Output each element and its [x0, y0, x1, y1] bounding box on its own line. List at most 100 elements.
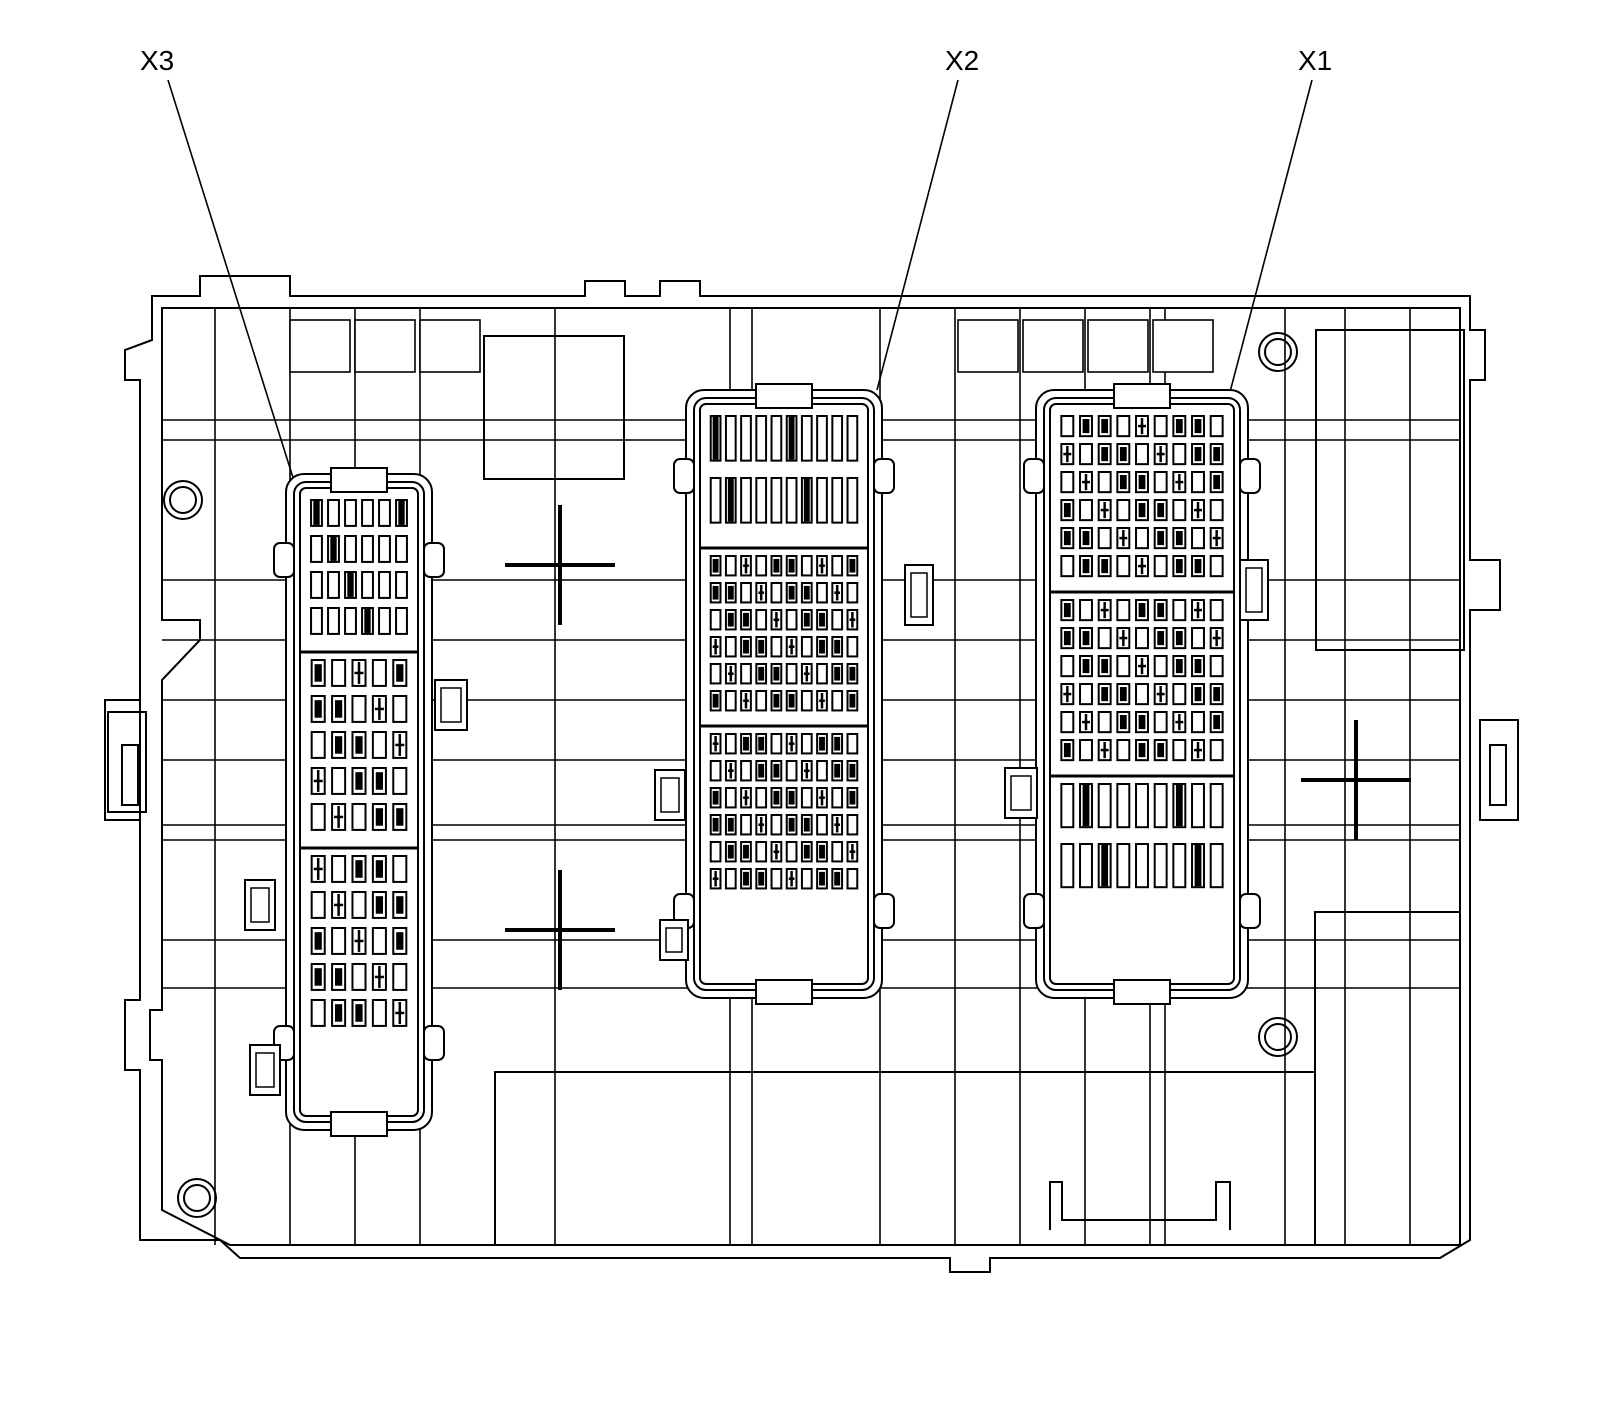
terminal-cavity: [800, 415, 813, 462]
terminal-pin: [1175, 659, 1183, 674]
terminal-cavity: [1135, 843, 1149, 889]
upper-center-block: [483, 335, 625, 480]
terminal-pin: [1101, 845, 1109, 887]
terminal-pin: [1157, 603, 1165, 618]
connector-x1: [1023, 383, 1261, 1005]
mount-hole-top-left: [163, 480, 203, 520]
side-clip-inner: [255, 1052, 275, 1088]
terminal-cavity: [1060, 655, 1075, 678]
terminal-cavity: [846, 868, 859, 890]
lower-right-step: [1314, 911, 1460, 1072]
terminal-cavity: [724, 868, 737, 890]
terminal-cavity: [724, 787, 737, 809]
terminal-cavity: [816, 582, 828, 604]
terminal-cavity: [1153, 843, 1168, 889]
terminal-pin: [375, 860, 384, 878]
terminal-pin: [1063, 631, 1071, 646]
terminal-cavity: [755, 555, 768, 577]
terminal-cavity: [1191, 471, 1205, 494]
housing-cell: [957, 319, 1019, 373]
terminal-cavity: [831, 787, 844, 809]
terminal-pin: [712, 558, 719, 573]
terminal-cavity: [740, 760, 752, 782]
terminal-cavity: [1060, 711, 1075, 734]
terminal-cavity: [816, 760, 828, 782]
terminal-cavity: [1135, 683, 1149, 706]
terminal-pin: [396, 896, 404, 914]
terminal-cavity: [800, 868, 813, 890]
terminal-pin: [727, 585, 734, 600]
terminal-pin: [803, 479, 810, 522]
terminal-cavity: [770, 582, 783, 604]
terminal-cavity: [800, 636, 813, 658]
callout-label-x1: X1: [1298, 45, 1332, 76]
terminal-cavity: [740, 663, 752, 685]
terminal-cavity: [709, 663, 722, 685]
terminal-cavity: [740, 415, 752, 462]
terminal-pin: [1119, 475, 1127, 490]
terminal-cavity: [846, 477, 859, 524]
leader-line-x2: [876, 79, 959, 391]
terminal-pin: [1194, 559, 1202, 574]
connector-x3-ear-right: [423, 1025, 445, 1061]
terminal-pin: [1213, 447, 1221, 462]
side-clip: [1239, 559, 1269, 621]
mount-hole-bottom-right-inner: [1264, 1023, 1292, 1051]
terminal-pin: [375, 808, 384, 826]
terminal-cavity: [371, 659, 387, 687]
terminal-cavity: [846, 636, 859, 658]
terminal-cavity: [310, 571, 323, 599]
terminal-pin: [803, 844, 810, 859]
connector-x2-ear-left: [673, 458, 695, 494]
terminal-pin: [1138, 743, 1146, 758]
terminal-pin: [758, 736, 765, 751]
connectors: [244, 383, 1269, 1137]
terminal-pin: [314, 700, 322, 718]
terminal-cavity: [331, 855, 347, 883]
terminal-pin: [727, 612, 734, 627]
terminal-cavity: [709, 477, 722, 524]
side-clip-inner: [1245, 567, 1263, 613]
terminal-cavity: [1060, 415, 1075, 438]
terminal-cavity: [1060, 555, 1075, 578]
terminal-cavity: [331, 767, 347, 795]
terminal-pin: [1194, 447, 1202, 462]
upper-right-block: [1315, 329, 1465, 651]
leader-line-x1: [1229, 79, 1313, 393]
terminal-pin: [334, 1004, 343, 1022]
terminal-pin: [355, 772, 363, 790]
terminal-pin: [788, 817, 795, 832]
terminal-pin: [1063, 531, 1071, 546]
terminal-cavity: [1079, 443, 1093, 466]
terminal-cavity: [1097, 471, 1112, 494]
terminal-cavity: [800, 555, 813, 577]
terminal-pin: [1194, 845, 1202, 887]
terminal-pin: [1194, 659, 1202, 674]
terminal-cavity: [1172, 843, 1187, 889]
terminal-cavity: [361, 535, 374, 563]
lower-panel: [494, 1071, 1316, 1246]
terminal-pin: [1138, 503, 1146, 518]
terminal-pin: [364, 609, 371, 633]
callout-leaders: [167, 79, 1313, 485]
side-clip-inner: [1010, 775, 1032, 811]
terminal-pin: [712, 585, 719, 600]
terminal-cavity: [310, 607, 323, 635]
terminal-cavity: [1209, 415, 1224, 438]
terminal-cavity: [1153, 655, 1168, 678]
side-tab-right-inner: [1489, 744, 1507, 806]
terminal-pin: [819, 844, 825, 859]
terminal-cavity: [1209, 599, 1224, 622]
terminal-cavity: [831, 415, 844, 462]
terminal-cavity: [310, 535, 323, 563]
terminal-cavity: [1079, 599, 1093, 622]
side-tab-left-inner: [121, 744, 139, 806]
terminal-pin: [758, 763, 765, 778]
terminal-pin: [396, 932, 404, 950]
side-clip-inner: [250, 887, 270, 923]
terminal-pin: [1157, 531, 1165, 546]
terminal-cavity: [1191, 783, 1205, 829]
terminal-cavity: [1172, 683, 1187, 706]
terminal-cavity: [395, 535, 408, 563]
